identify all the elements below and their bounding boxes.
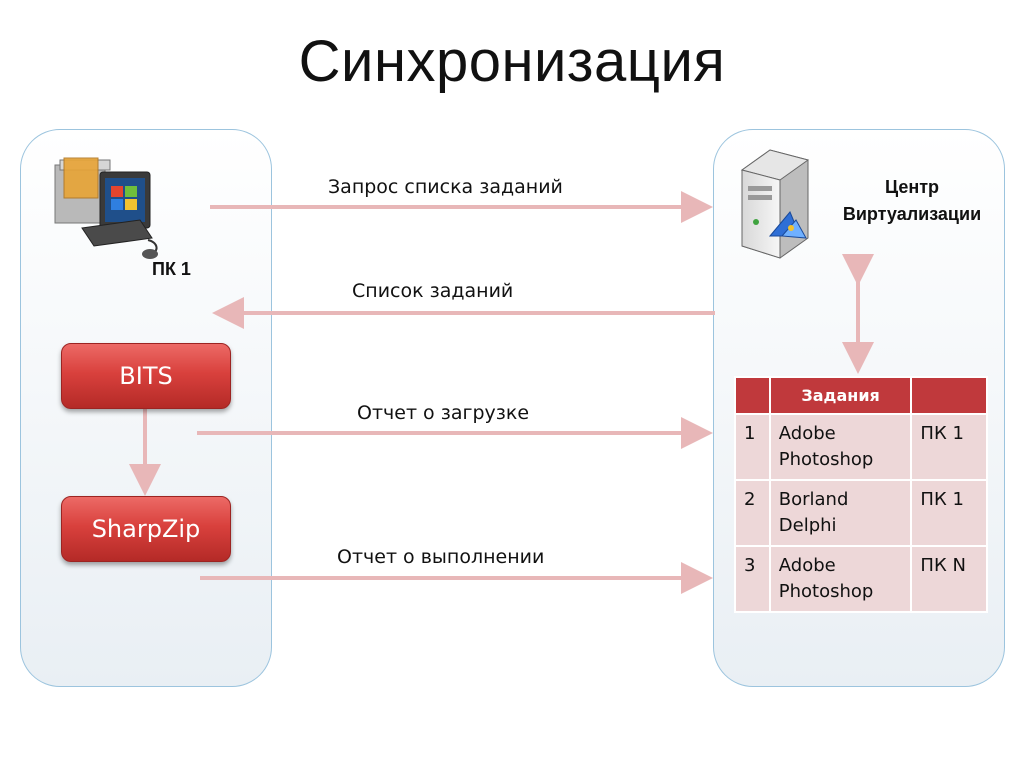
sharpzip-button[interactable]: SharpZip <box>61 496 231 562</box>
center-label-line1: Центр <box>884 177 940 197</box>
table-cell-num: 3 <box>734 545 771 613</box>
page-title: Синхронизация <box>298 29 726 94</box>
table-cell-pc: ПК N <box>910 545 988 613</box>
table-cell-pc: ПК 1 <box>910 413 988 481</box>
table-header-tasks: Задания <box>768 376 913 415</box>
task-name-line1: Borland <box>778 489 849 510</box>
server-icon <box>740 149 810 259</box>
arrow-label-execution-report: Отчет о выполнении <box>337 546 545 568</box>
table-header-row: Задания <box>734 376 988 415</box>
table-header-pc <box>910 376 988 415</box>
workstation-icon <box>54 157 158 259</box>
task-name-line2: Delphi <box>778 515 837 536</box>
tasks-table: Задания 1 Adobe Photoshop ПК 1 2 Borland… <box>734 376 988 613</box>
arrow-label-request: Запрос списка заданий <box>328 176 563 198</box>
table-cell-task: Adobe Photoshop <box>768 545 913 613</box>
arrow-label-download-report: Отчет о загрузке <box>357 402 530 424</box>
table-cell-pc: ПК 1 <box>910 479 988 547</box>
center-label-line2: Виртуализации <box>842 204 982 224</box>
task-name-line1: Adobe <box>778 423 836 444</box>
table-row: 1 Adobe Photoshop ПК 1 <box>734 413 988 481</box>
table-row: 3 Adobe Photoshop ПК N <box>734 545 988 613</box>
table-row: 2 Borland Delphi ПК 1 <box>734 479 988 547</box>
table-cell-task: Borland Delphi <box>768 479 913 547</box>
table-cell-task: Adobe Photoshop <box>768 413 913 481</box>
task-name-line2: Photoshop <box>778 581 874 602</box>
virtualization-center-label: Центр Виртуализации <box>820 174 1004 228</box>
table-header-num <box>734 376 771 415</box>
pc-label: ПК 1 <box>152 259 191 279</box>
table-cell-num: 2 <box>734 479 771 547</box>
task-name-line2: Photoshop <box>778 449 874 470</box>
arrow-label-task-list: Список заданий <box>352 280 514 302</box>
task-name-line1: Adobe <box>778 555 836 576</box>
table-cell-num: 1 <box>734 413 771 481</box>
bits-button[interactable]: BITS <box>61 343 231 409</box>
